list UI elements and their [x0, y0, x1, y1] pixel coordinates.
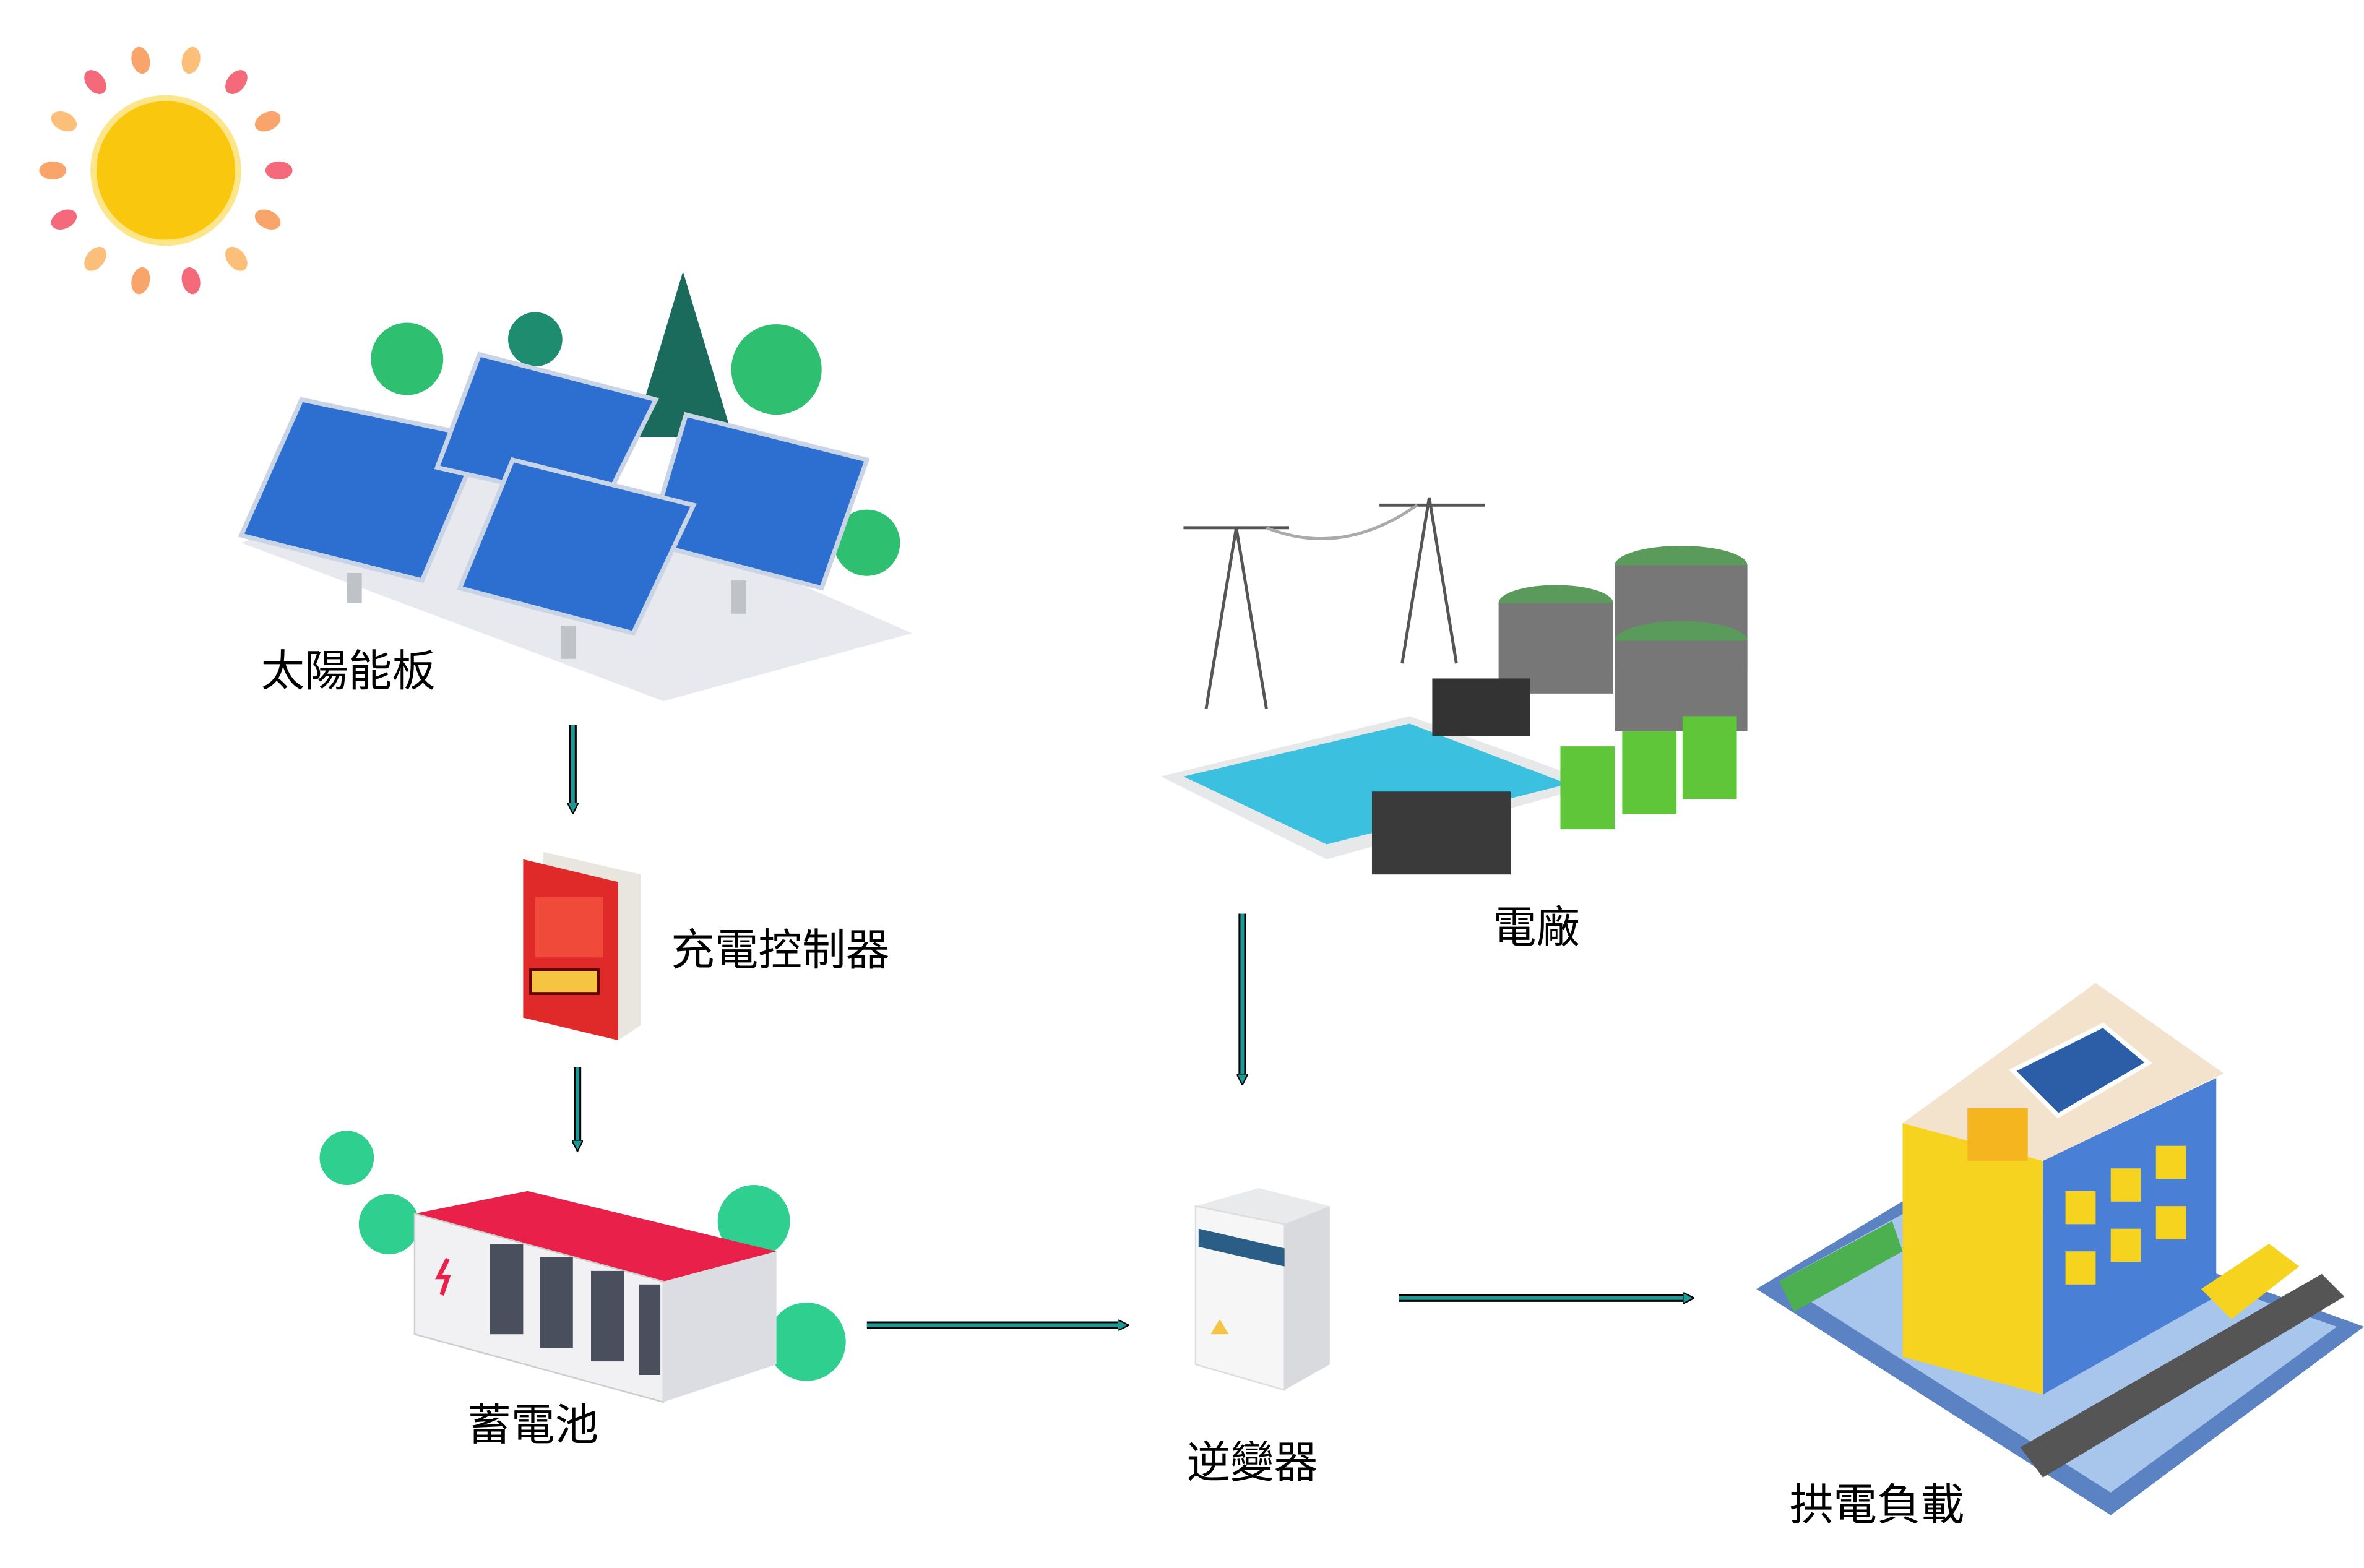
power-plant-label: 電廠	[1493, 902, 1580, 953]
load-label: 拱電負載	[1790, 1479, 1965, 1530]
charge-controller-icon	[523, 851, 641, 1041]
sun-ray	[265, 161, 293, 180]
sun-ray	[39, 161, 67, 180]
sun-ray	[84, 70, 106, 95]
sun-ray	[131, 267, 150, 295]
inverter-label: 逆變器	[1186, 1437, 1318, 1488]
sun-ray	[84, 246, 106, 271]
sun-ray	[225, 70, 248, 95]
battery-label: 蓄電池	[467, 1399, 598, 1450]
power-plant-icon	[1160, 497, 1748, 875]
sun-ray	[181, 267, 201, 295]
inverter-icon	[1194, 1187, 1330, 1391]
sun-ray	[254, 111, 281, 132]
sun-icon	[39, 46, 293, 295]
sun-ray	[51, 111, 77, 132]
battery-icon	[319, 1131, 846, 1403]
sun-ray	[225, 246, 248, 271]
solar-panel-icon	[238, 271, 912, 702]
solar-panel-label: 太陽能板	[261, 645, 436, 697]
building-icon	[1756, 983, 2364, 1515]
sun-ray	[181, 46, 201, 74]
sun-ray	[254, 209, 281, 230]
sun-ray	[131, 46, 150, 74]
charge-controller-label: 充電控制器	[671, 924, 889, 975]
sun-ray	[51, 209, 77, 230]
